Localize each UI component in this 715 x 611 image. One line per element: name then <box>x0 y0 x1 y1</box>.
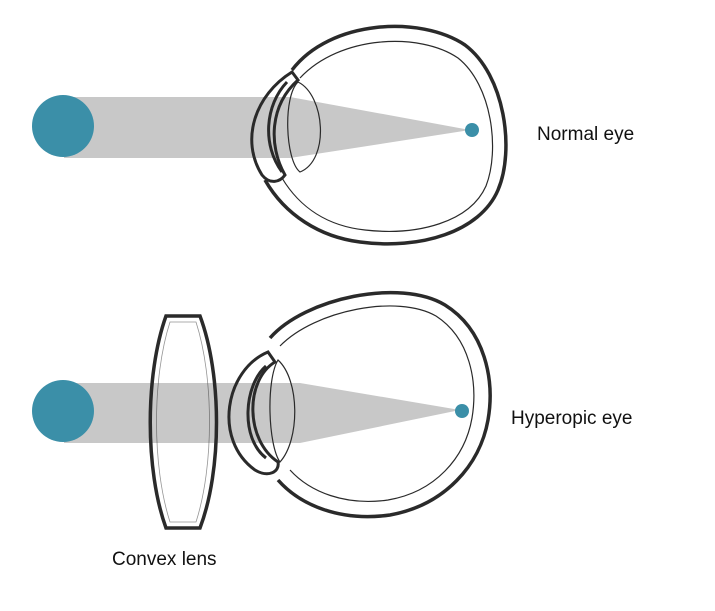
normal-iris <box>267 80 289 173</box>
normal-eyeball-inner <box>281 40 494 232</box>
hyperopic-crystalline-lens <box>269 359 296 463</box>
normal-object-dot <box>32 95 94 157</box>
hyperopic-eyeball-inner <box>279 305 475 502</box>
hyperopic-eyeball-outer <box>268 290 492 519</box>
convex-lens-inner <box>156 321 210 523</box>
hyperopic-object-dot <box>32 380 94 442</box>
hyperopic-eye-label: Hyperopic eye <box>511 408 633 429</box>
normal-crystalline-lens <box>287 81 321 173</box>
hyperopic-iris <box>246 364 268 460</box>
normal-cornea <box>250 69 301 183</box>
hyperopic-eye-group <box>32 290 492 530</box>
normal-eyeball-outer <box>263 24 508 246</box>
normal-eye-label: Normal eye <box>537 124 635 145</box>
convex-lens-label: Convex lens <box>112 549 217 570</box>
normal-light-beam <box>64 97 470 158</box>
normal-eye-group <box>32 24 508 246</box>
hyperopic-cornea <box>227 350 280 476</box>
hyperopic-focus-dot <box>455 404 469 418</box>
convex-lens-shape <box>148 314 219 530</box>
hyperopic-light-beam <box>64 383 460 443</box>
normal-focus-dot <box>465 123 479 137</box>
